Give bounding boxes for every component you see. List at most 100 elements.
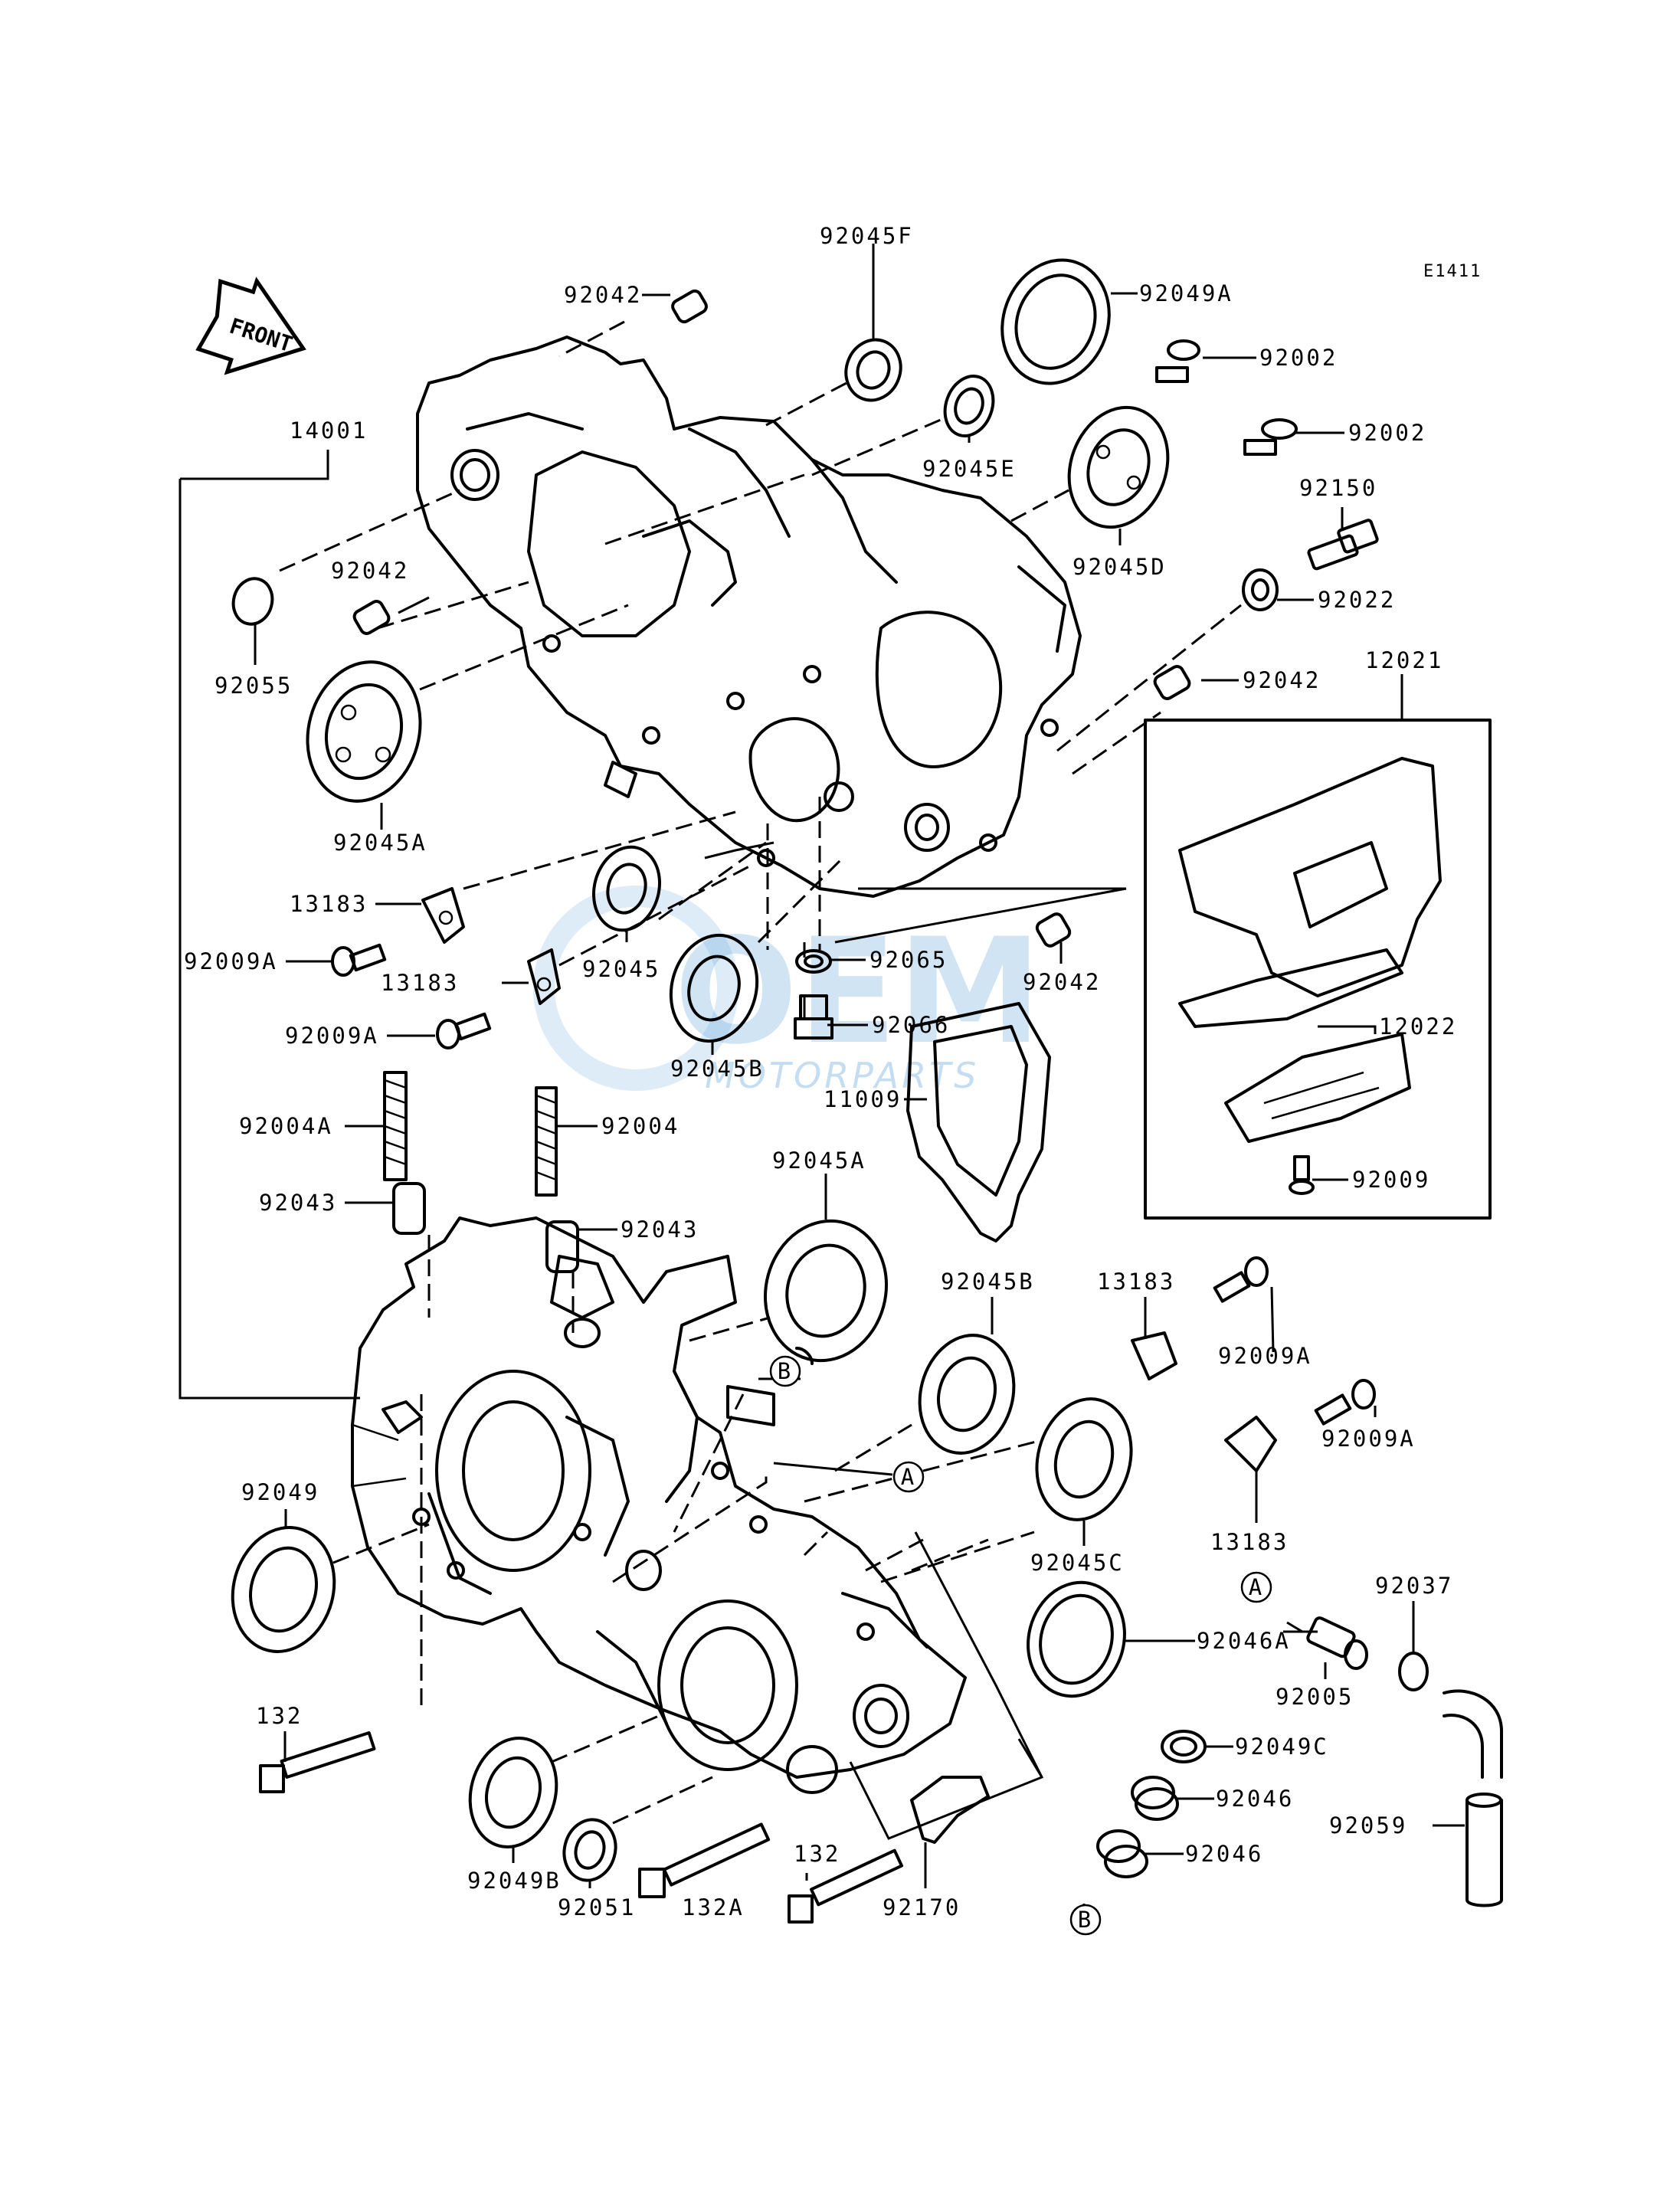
watermark-main: OEM xyxy=(674,907,1042,1076)
svg-text:B: B xyxy=(778,1358,793,1384)
label-92037: 92037 xyxy=(1375,1573,1453,1599)
label-92042-mid: 92042 xyxy=(1243,667,1321,693)
bearing-92045A-low xyxy=(763,1219,889,1363)
label-92004A: 92004A xyxy=(239,1113,333,1139)
label-92009A-a: 92009A xyxy=(184,948,278,974)
bearing-92045E xyxy=(943,375,995,437)
bearing-92045C xyxy=(1035,1397,1133,1521)
label-132A: 132A xyxy=(682,1894,745,1920)
clip-92037 xyxy=(1398,1652,1429,1691)
stud-92004 xyxy=(535,1086,558,1197)
bracket-92170 xyxy=(910,1776,990,1844)
plate-13183-d xyxy=(1224,1416,1277,1472)
watermark-sub: MOTORPARTS xyxy=(705,1055,979,1096)
label-92042-left: 92042 xyxy=(331,558,409,584)
label-92049A: 92049A xyxy=(1139,280,1233,306)
label-92043-a: 92043 xyxy=(259,1190,337,1216)
label-92150: 92150 xyxy=(1299,475,1377,501)
label-92009: 92009 xyxy=(1352,1167,1430,1193)
label-92059: 92059 xyxy=(1329,1812,1407,1838)
front-arrow-icon: FRONT xyxy=(195,277,306,375)
label-92045B-top: 92045B xyxy=(670,1056,765,1082)
label-92009A-b: 92009A xyxy=(285,1023,379,1049)
stud-92004A xyxy=(383,1071,408,1181)
label-92046-a: 92046 xyxy=(1216,1786,1294,1812)
label-92045: 92045 xyxy=(582,956,660,982)
label-13183-b: 13183 xyxy=(381,970,459,996)
label-92051: 92051 xyxy=(558,1894,636,1920)
label-92042-low: 92042 xyxy=(1023,969,1101,995)
diagram-code: E1411 xyxy=(1423,262,1482,281)
label-92066: 92066 xyxy=(872,1012,950,1038)
seal-92049 xyxy=(231,1526,336,1653)
seal-92046-a xyxy=(1131,1776,1179,1821)
label-11009: 11009 xyxy=(824,1086,902,1112)
bearing-92045B-top xyxy=(669,933,759,1043)
label-92045E: 92045E xyxy=(922,456,1017,482)
bolt-92002-b xyxy=(1243,418,1298,456)
label-92045D: 92045D xyxy=(1073,554,1167,580)
hose-92059 xyxy=(1443,1689,1503,1907)
label-92170: 92170 xyxy=(883,1894,961,1920)
label-92004: 92004 xyxy=(601,1113,680,1139)
seal-92049B xyxy=(468,1737,558,1848)
plate-13183-a xyxy=(421,887,465,944)
label-13183-a: 13183 xyxy=(290,891,368,917)
screw-92009A-d xyxy=(1314,1379,1376,1426)
plug-92066 xyxy=(794,994,833,1040)
label-14001: 14001 xyxy=(290,417,368,444)
screw-92009 xyxy=(1289,1155,1315,1195)
label-92046A: 92046A xyxy=(1197,1628,1291,1654)
label-92045F: 92045F xyxy=(820,223,914,249)
label-92022: 92022 xyxy=(1318,587,1396,613)
callout-ref-B1: B xyxy=(769,1355,801,1387)
dowel-92042-left xyxy=(352,600,391,635)
o-ring-92055 xyxy=(231,577,274,626)
gasket-11009 xyxy=(906,1002,1051,1243)
svg-text:A: A xyxy=(901,1464,916,1490)
label-92065: 92065 xyxy=(869,947,948,973)
label-92045A-top: 92045A xyxy=(333,830,427,856)
label-12022: 12022 xyxy=(1379,1013,1457,1040)
label-12021: 12021 xyxy=(1365,647,1443,673)
label-92045B-low: 92045B xyxy=(941,1269,1035,1295)
svg-text:B: B xyxy=(1078,1907,1093,1933)
dowel-92043-b xyxy=(545,1220,579,1273)
screw-92009A-c xyxy=(1213,1256,1269,1303)
bolt-132-b xyxy=(788,1848,904,1924)
label-92045C: 92045C xyxy=(1030,1550,1125,1576)
bearing-92045 xyxy=(592,845,661,932)
label-92042-top: 92042 xyxy=(564,282,642,308)
plate-13183-b xyxy=(527,948,561,1005)
upper-crankcase xyxy=(416,336,1082,898)
alignment-lines xyxy=(279,320,1242,1825)
fitting-92150 xyxy=(1307,519,1379,571)
label-92005: 92005 xyxy=(1276,1684,1354,1710)
dowel-92042-top xyxy=(671,289,708,324)
seal-92051 xyxy=(562,1818,617,1882)
bolt-132-a xyxy=(259,1730,376,1793)
lower-crankcase xyxy=(351,1216,967,1794)
label-92049C: 92049C xyxy=(1235,1734,1329,1760)
callout-ref-B2: B xyxy=(1069,1904,1102,1936)
watermark: OEM MOTORPARTS xyxy=(533,886,1042,1096)
screw-92009A-b xyxy=(436,1012,492,1049)
label-92002-a: 92002 xyxy=(1259,345,1338,371)
bearing-92045B-low xyxy=(918,1334,1016,1455)
label-13183-d: 13183 xyxy=(1210,1529,1289,1555)
dowel-92042-low xyxy=(1035,912,1072,948)
svg-text:A: A xyxy=(1249,1574,1264,1600)
bushing-92049C xyxy=(1161,1730,1207,1763)
label-92046-b: 92046 xyxy=(1185,1841,1263,1867)
label-92009A-d: 92009A xyxy=(1321,1426,1416,1452)
label-92002-b: 92002 xyxy=(1348,420,1426,446)
bolt-132A xyxy=(638,1822,771,1898)
part-labels: 92042 92045F 92049A 92002 92002 14001 92… xyxy=(184,223,1457,1920)
seal-92046-b xyxy=(1096,1829,1148,1878)
dowel-92043-a xyxy=(392,1182,426,1235)
seal-92049A xyxy=(1000,258,1111,385)
fitting-92005 xyxy=(1306,1616,1368,1670)
bearing-92045F xyxy=(844,338,902,402)
label-13183-c: 13183 xyxy=(1097,1269,1175,1295)
